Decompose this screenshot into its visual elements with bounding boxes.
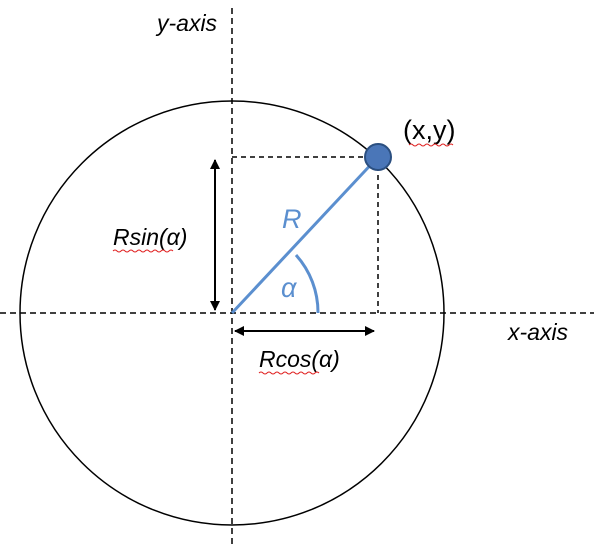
radius-line [230,155,380,315]
x-axis-label: x-axis [507,319,569,345]
angle-arc [294,253,320,314]
point-marker [364,143,392,171]
rsin-label: Rsin(α) [113,224,187,250]
spellcheck-underline-point [408,143,454,147]
angle-label: α [281,273,298,303]
spellcheck-underline-rcos [258,371,320,375]
spellcheck-underline-rsin [112,249,174,253]
radius-label: R [282,204,302,234]
point-label: (x,y) [403,115,455,145]
rcos-label: Rcos(α) [259,346,340,372]
y-axis-label: y-axis [155,10,218,36]
